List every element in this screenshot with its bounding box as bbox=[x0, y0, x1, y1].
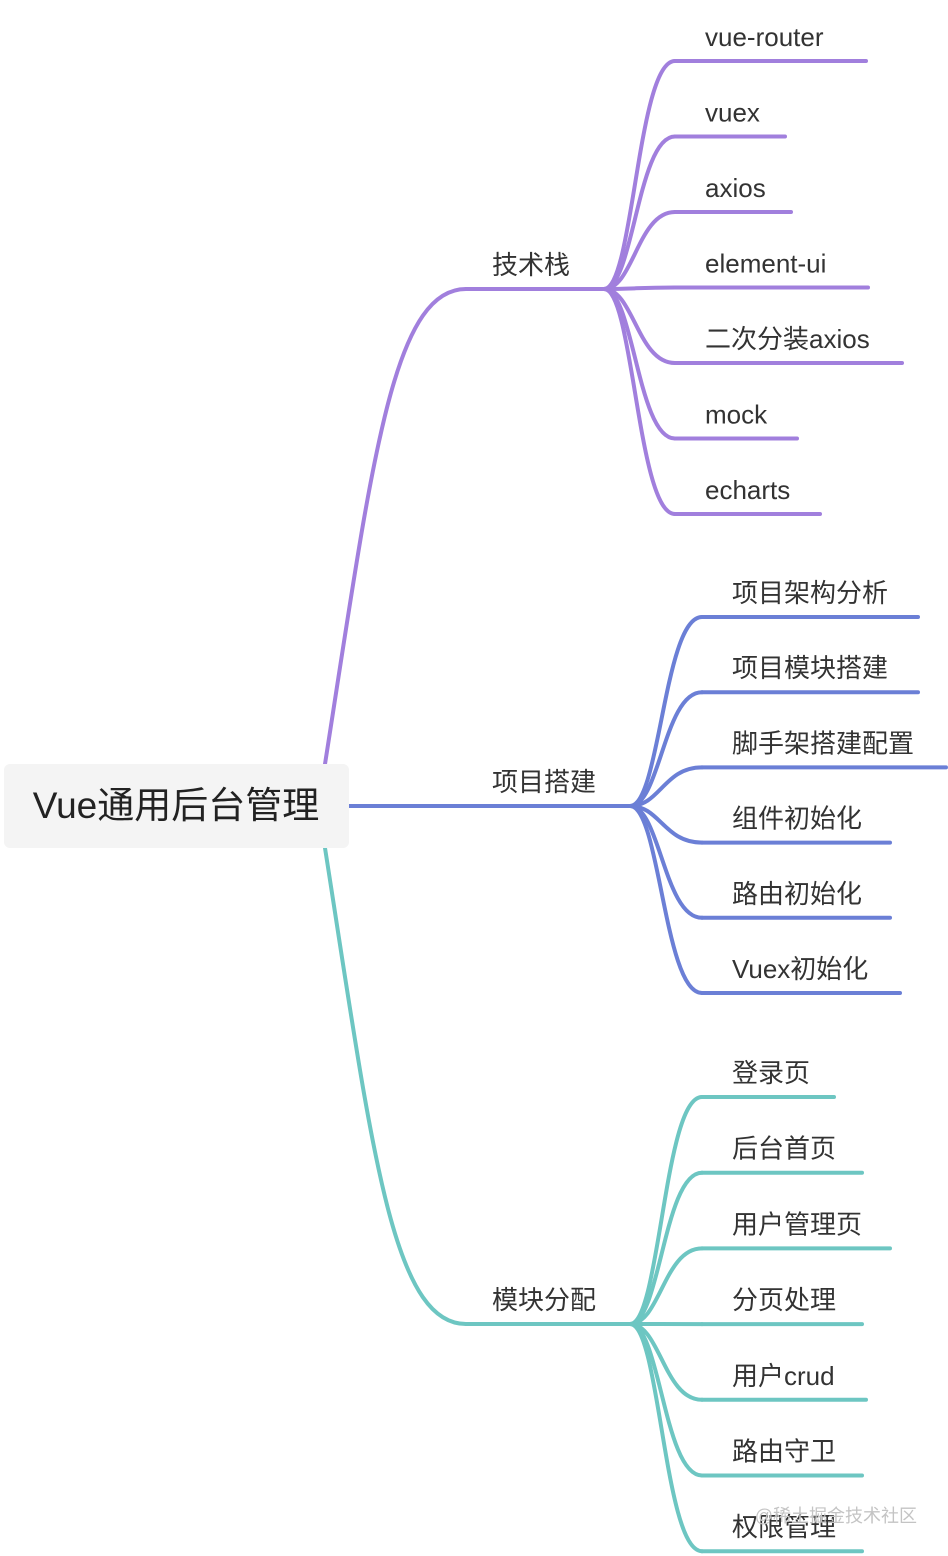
branch-3-leaf-label[interactable]: 登录页 bbox=[732, 1058, 810, 1088]
branch-1-leaf-label[interactable]: element-ui bbox=[705, 249, 826, 279]
branch-1-leaf-label[interactable]: echarts bbox=[705, 475, 790, 505]
root-node-label: Vue通用后台管理 bbox=[33, 785, 319, 826]
connector-layer bbox=[323, 59, 704, 1554]
branch-3-leaf-label[interactable]: 后台首页 bbox=[732, 1134, 836, 1164]
branch-3-leaf-label[interactable]: 用户管理页 bbox=[732, 1209, 862, 1239]
branch-3-leaf-label[interactable]: 权限管理 bbox=[732, 1512, 836, 1542]
branch-1-leaf-connector bbox=[602, 285, 677, 291]
branch-2-leaf-label[interactable]: 项目模块搭建 bbox=[732, 653, 888, 683]
branch-1-leaf-label[interactable]: mock bbox=[705, 400, 768, 430]
branch-2-leaf-connector bbox=[628, 804, 704, 995]
branch-1-leaf-connector bbox=[602, 287, 677, 516]
branch-3-leaf-connector bbox=[628, 1322, 704, 1554]
branch-2-leaf-label[interactable]: 项目架构分析 bbox=[732, 578, 888, 608]
branch-3-leaf-label[interactable]: 用户crud bbox=[732, 1361, 835, 1391]
branch-1-leaf-label[interactable]: vuex bbox=[705, 98, 760, 128]
branch-3-leaf-connector bbox=[628, 1170, 704, 1326]
root-node-box bbox=[4, 764, 349, 848]
root-node[interactable]: Vue通用后台管理 bbox=[4, 764, 349, 848]
branch-2-leaf-label[interactable]: 组件初始化 bbox=[732, 804, 862, 834]
branch-3-connector bbox=[323, 846, 468, 1326]
label-layer: 技术栈 vue-router vuex axios element-ui 二次分装axio… bbox=[492, 22, 914, 1542]
branch-2-leaf-label[interactable]: 脚手架搭建配置 bbox=[732, 728, 914, 758]
branch-1-leaf-label[interactable]: 二次分装axios bbox=[705, 324, 870, 354]
branch-2-label[interactable]: 项目搭建 bbox=[492, 767, 596, 797]
underline-layer bbox=[347, 59, 948, 1554]
branch-1-connector bbox=[323, 287, 468, 766]
branch-2-leaf-connector bbox=[628, 765, 704, 808]
branch-1-label[interactable]: 技术栈 bbox=[492, 250, 570, 280]
branch-1-leaf-connector bbox=[602, 210, 677, 291]
branch-3-leaf-connector bbox=[628, 1095, 704, 1326]
branch-2-leaf-connector bbox=[628, 690, 704, 808]
branch-1-leaf-connector bbox=[602, 134, 677, 291]
branch-2-leaf-label[interactable]: Vuex初始化 bbox=[732, 954, 868, 984]
branch-3-label[interactable]: 模块分配 bbox=[492, 1285, 596, 1315]
branch-2-leaf-label[interactable]: 路由初始化 bbox=[732, 879, 862, 909]
branch-2-leaf-connector bbox=[628, 615, 704, 808]
branch-1-leaf-label[interactable]: axios bbox=[705, 173, 766, 203]
branch-3-leaf-label[interactable]: 分页处理 bbox=[732, 1285, 836, 1315]
branch-3-leaf-connector bbox=[628, 1246, 704, 1326]
watermark: @稀土掘金技术社区 bbox=[755, 1506, 917, 1526]
branch-2-leaf-connector bbox=[628, 804, 704, 920]
branch-1-leaf-connector bbox=[602, 59, 677, 291]
branch-1-leaf-label[interactable]: vue-router bbox=[705, 22, 824, 52]
branch-3-leaf-label[interactable]: 路由守卫 bbox=[732, 1437, 836, 1467]
